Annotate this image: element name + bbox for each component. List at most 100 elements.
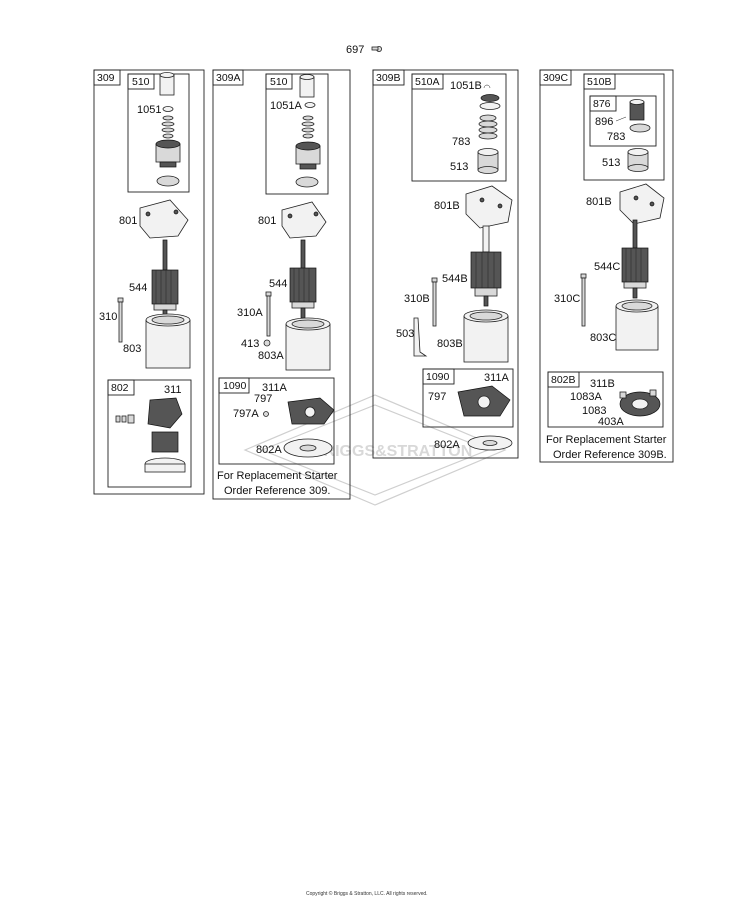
bolt-310a-icon <box>265 291 272 337</box>
label-797a: 797A <box>233 408 259 420</box>
subbox-1090-id: 1090 <box>223 380 247 392</box>
label-544b: 544B <box>442 273 468 285</box>
label-783: 783 <box>607 131 625 143</box>
label-1083: 1083 <box>582 405 606 417</box>
panel-309: 309 510 1051 801 544 <box>93 69 205 495</box>
subbox-802b-id: 802B <box>551 374 576 386</box>
label-413: 413 <box>241 338 259 350</box>
brush-plate-1090-icon <box>457 385 511 417</box>
label-310a: 310A <box>237 307 263 319</box>
label-801: 801 <box>258 215 276 227</box>
armature-544-icon <box>289 239 317 319</box>
stop-collar-icon <box>295 176 319 188</box>
drive-cap-icon <box>299 74 315 98</box>
armature-544b-icon <box>470 225 502 307</box>
note-line-1: For Replacement Starter <box>546 434 667 446</box>
subbox-510-id: 510 <box>132 76 150 88</box>
drive-cap-icon <box>159 72 175 96</box>
end-cap-802-icon <box>115 397 186 473</box>
subbox-510-id: 510 <box>270 76 288 88</box>
panel-309a-id: 309A <box>216 72 241 84</box>
bolt-310b-icon <box>431 277 438 327</box>
pinion-gear-icon <box>155 139 181 168</box>
watermark-text: BRIGGS&STRATTON <box>312 443 472 460</box>
bracket-801-icon <box>281 201 327 239</box>
label-1051b: 1051B <box>450 80 482 92</box>
brush-plate-1090-icon <box>263 397 335 458</box>
copyright: Copyright © Briggs & Stratton, LLC. All … <box>306 890 428 897</box>
label-697: 697 <box>346 44 364 56</box>
label-801: 801 <box>119 215 137 227</box>
note-line-1: For Replacement Starter <box>217 470 338 482</box>
label-1083a: 1083A <box>570 391 602 403</box>
spring-icon <box>301 115 315 139</box>
label-503: 503 <box>396 328 414 340</box>
watermark: BRIGGS&STRATTON <box>243 394 507 506</box>
subbox-876-id: 876 <box>593 98 611 110</box>
bolt-310-icon <box>117 297 124 343</box>
subbox-802-id: 802 <box>111 382 129 394</box>
label-544: 544 <box>269 278 287 290</box>
label-802a: 802A <box>256 444 282 456</box>
label-896: 896 <box>595 116 613 128</box>
pin-896-icon <box>615 116 627 122</box>
bolt-310c-icon <box>580 273 587 327</box>
label-1051: 1051 <box>137 104 161 116</box>
label-1051a: 1051A <box>270 100 302 112</box>
washer-icon <box>304 102 316 108</box>
label-403a: 403A <box>598 416 624 428</box>
pinion-513-icon <box>477 148 499 174</box>
label-311a: 311A <box>262 382 288 394</box>
housing-803-icon <box>145 313 191 369</box>
label-311a: 311A <box>484 372 510 384</box>
washer-icon <box>162 106 174 112</box>
bracket-801b-icon <box>465 185 513 229</box>
label-803c: 803C <box>590 332 616 344</box>
bracket-503-icon <box>413 317 428 357</box>
drive-876-icon <box>629 99 651 133</box>
housing-803a-icon <box>285 317 331 371</box>
stop-collar-icon <box>156 175 180 187</box>
housing-803c-icon <box>615 299 659 351</box>
pinion-513-icon <box>627 148 649 172</box>
label-797: 797 <box>428 391 446 403</box>
note-line-2: Order Reference 309. <box>224 485 330 497</box>
housing-803b-icon <box>463 309 509 363</box>
subbox-510a-id: 510A <box>415 76 440 88</box>
spring-783-icon <box>478 114 498 140</box>
gasket-802a-icon <box>467 435 513 451</box>
label-803a: 803A <box>258 350 284 362</box>
armature-544c-icon <box>621 219 649 299</box>
panel-309c: 309C 510B 876 896 783 513 801B 544C <box>539 69 674 463</box>
bracket-801-icon <box>139 199 189 239</box>
label-803b: 803B <box>437 338 463 350</box>
label-311b: 311B <box>590 378 615 390</box>
note-line-2: Order Reference 309B. <box>553 449 667 461</box>
subbox-1090-id: 1090 <box>426 371 450 383</box>
label-513: 513 <box>602 157 620 169</box>
label-797: 797 <box>254 393 272 405</box>
spring-clip-icon <box>479 84 501 110</box>
end-cap-802b-icon <box>619 389 661 417</box>
label-310b: 310B <box>404 293 430 305</box>
bracket-801b-icon <box>619 183 665 225</box>
panel-309-id: 309 <box>97 72 115 84</box>
spring-icon <box>161 115 175 139</box>
label-801b: 801B <box>434 200 460 212</box>
subbox-510b-id: 510B <box>587 76 612 88</box>
label-311: 311 <box>164 384 182 396</box>
label-803: 803 <box>123 343 141 355</box>
panel-309b-id: 309B <box>376 72 401 84</box>
label-513: 513 <box>450 161 468 173</box>
label-310c: 310C <box>554 293 580 305</box>
armature-544-icon <box>151 239 179 321</box>
label-544: 544 <box>129 282 147 294</box>
label-310: 310 <box>99 311 117 323</box>
label-783: 783 <box>452 136 470 148</box>
label-802a: 802A <box>434 439 460 451</box>
panel-309b: 309B 510A 1051B 783 513 801B 544 <box>372 69 519 459</box>
panel-309c-id: 309C <box>543 72 569 84</box>
panel-309a: 309A 510 1051A 801 544 <box>212 69 351 500</box>
pinion-gear-icon <box>295 141 321 170</box>
